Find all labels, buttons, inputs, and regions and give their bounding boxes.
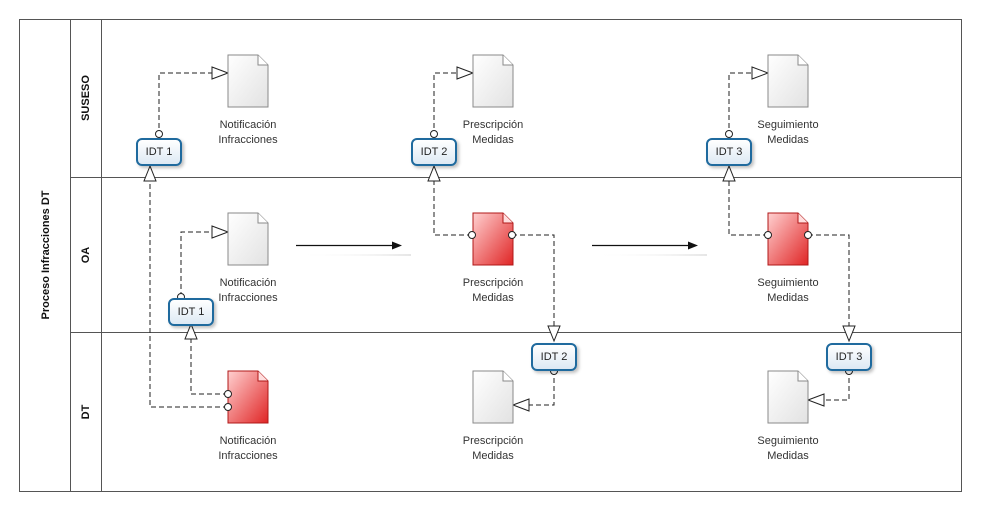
connector bbox=[512, 234, 555, 327]
doc-label-line: Seguimiento bbox=[757, 277, 819, 289]
doc-label-line: Notificación bbox=[219, 119, 277, 131]
doc-label: Notificación Infracciones bbox=[193, 118, 303, 148]
arrow-head bbox=[211, 225, 230, 239]
arrow-head bbox=[211, 66, 230, 80]
document-shape bbox=[227, 212, 269, 266]
doc-label: Notificación Infracciones bbox=[193, 276, 303, 306]
connector bbox=[728, 180, 768, 236]
doc-label-line: Infracciones bbox=[218, 450, 278, 462]
connector bbox=[190, 338, 228, 395]
connector bbox=[529, 370, 555, 406]
idt-box[interactable]: IDT 2 bbox=[531, 343, 577, 371]
arrow-head bbox=[806, 393, 825, 407]
port bbox=[508, 231, 516, 239]
idt-box[interactable]: IDT 3 bbox=[706, 138, 752, 166]
arrow-head bbox=[842, 325, 856, 343]
port bbox=[764, 231, 772, 239]
port bbox=[468, 231, 476, 239]
doc-label: Seguimiento Medidas bbox=[733, 276, 843, 306]
idt-box[interactable]: IDT 2 bbox=[411, 138, 457, 166]
flow-arrow bbox=[592, 241, 698, 250]
doc-label: Notificación Infracciones bbox=[193, 434, 303, 464]
connector bbox=[808, 234, 850, 327]
arrow-head bbox=[427, 164, 441, 182]
connector bbox=[728, 72, 752, 136]
pool-title: Proceso Infracciones DT bbox=[40, 190, 52, 320]
document-shape bbox=[472, 212, 514, 266]
lane-label-oa: OA bbox=[80, 246, 92, 264]
port bbox=[804, 231, 812, 239]
pool-frame bbox=[19, 19, 962, 492]
doc-label-line: Medidas bbox=[472, 292, 514, 304]
doc-label-line: Medidas bbox=[472, 450, 514, 462]
idt-box[interactable]: IDT 1 bbox=[136, 138, 182, 166]
doc-label-line: Medidas bbox=[767, 450, 809, 462]
arrow-head bbox=[722, 164, 736, 182]
doc-label-line: Medidas bbox=[767, 292, 809, 304]
arrow-head bbox=[547, 325, 561, 343]
port bbox=[155, 130, 163, 138]
port bbox=[430, 130, 438, 138]
doc-label-line: Prescripción bbox=[462, 435, 524, 447]
doc-label-line: Notificación bbox=[219, 435, 277, 447]
doc-label: Seguimiento Medidas bbox=[733, 434, 843, 464]
document-shape bbox=[767, 54, 809, 108]
doc-label-line: Infracciones bbox=[218, 292, 278, 304]
idt-box[interactable]: IDT 1 bbox=[168, 298, 214, 326]
arrow-head bbox=[184, 322, 198, 340]
doc-label-line: Medidas bbox=[472, 134, 514, 146]
connector bbox=[433, 72, 457, 136]
doc-label-line: Seguimiento bbox=[757, 119, 819, 131]
arrow-head bbox=[456, 66, 475, 80]
arrow-head bbox=[143, 164, 157, 182]
port bbox=[224, 390, 232, 398]
flow-arrow bbox=[296, 241, 402, 250]
arrow-head bbox=[511, 398, 530, 412]
flow-shadow bbox=[296, 254, 411, 256]
doc-label-line: Infracciones bbox=[218, 134, 278, 146]
doc-label-line: Medidas bbox=[767, 134, 809, 146]
lane-label-dt: DT bbox=[80, 404, 92, 420]
documents-layer bbox=[227, 54, 809, 424]
doc-label-line: Seguimiento bbox=[757, 435, 819, 447]
connector bbox=[149, 180, 228, 408]
connector bbox=[433, 180, 472, 236]
document-shape bbox=[767, 370, 809, 424]
connector bbox=[180, 231, 212, 297]
connector bbox=[158, 72, 212, 136]
idt-box[interactable]: IDT 3 bbox=[826, 343, 872, 371]
port bbox=[224, 403, 232, 411]
doc-label: Prescripción Medidas bbox=[438, 276, 548, 306]
doc-label: Prescripción Medidas bbox=[438, 118, 548, 148]
document-shape bbox=[227, 370, 269, 424]
doc-label-line: Notificación bbox=[219, 277, 277, 289]
document-shape bbox=[472, 370, 514, 424]
document-shape bbox=[227, 54, 269, 108]
doc-label: Prescripción Medidas bbox=[438, 434, 548, 464]
lane-label-suseso: SUSESO bbox=[80, 75, 92, 121]
doc-label: Seguimiento Medidas bbox=[733, 118, 843, 148]
port bbox=[725, 130, 733, 138]
doc-label-line: Prescripción bbox=[462, 119, 524, 131]
doc-label-line: Prescripción bbox=[462, 277, 524, 289]
document-shape bbox=[767, 212, 809, 266]
arrow-head bbox=[751, 66, 770, 80]
connector bbox=[824, 370, 850, 401]
document-shape bbox=[472, 54, 514, 108]
flow-shadow bbox=[592, 254, 707, 256]
